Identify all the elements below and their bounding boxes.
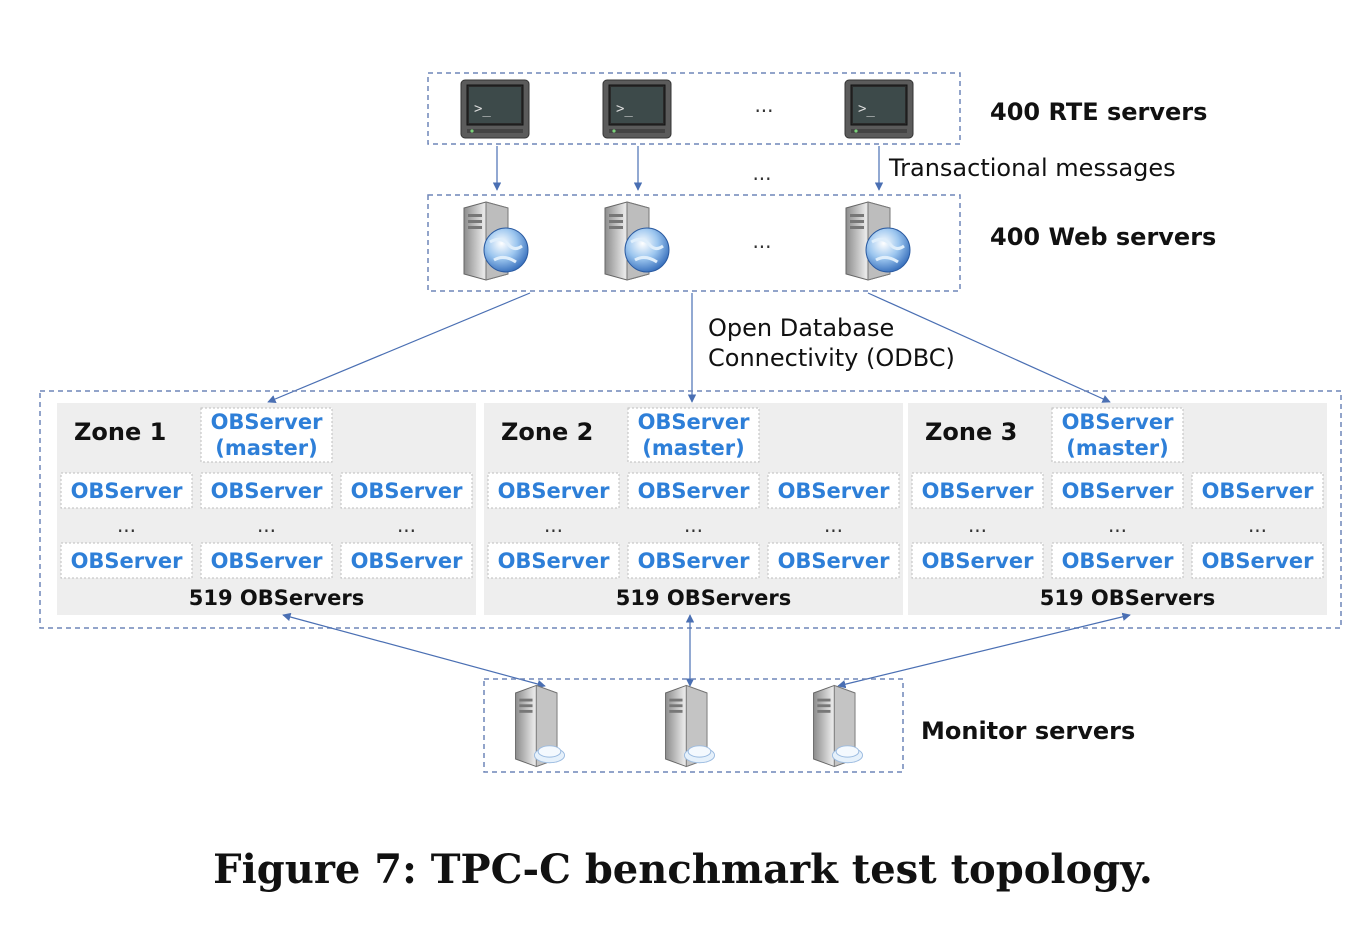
observer-ellipsis: ... bbox=[968, 513, 987, 537]
zone-title: Zone 3 bbox=[925, 418, 1017, 446]
rte-tier-label: 400 RTE servers bbox=[990, 98, 1207, 126]
monitor-tier-label: Monitor servers bbox=[921, 717, 1135, 745]
observer-label: OBServer bbox=[922, 549, 1035, 573]
observer-label: OBServer bbox=[1062, 479, 1175, 503]
transactional-messages-label: Transactional messages bbox=[888, 154, 1176, 182]
observer-box bbox=[487, 472, 620, 509]
master-observer-box bbox=[1051, 407, 1184, 463]
arrow bbox=[267, 292, 531, 403]
web-server-icon bbox=[844, 200, 912, 281]
monitor-tier: Monitor servers bbox=[483, 678, 1135, 773]
observer-ellipsis: ... bbox=[544, 513, 563, 537]
observer-label: OBServer bbox=[922, 479, 1035, 503]
observer-ellipsis: ... bbox=[1108, 513, 1127, 537]
observer-box bbox=[1051, 542, 1184, 579]
observer-box bbox=[627, 472, 760, 509]
observer-label: OBServer bbox=[1202, 479, 1315, 503]
master-observer-box bbox=[200, 407, 333, 463]
rte-tier: ... 400 RTE servers bbox=[427, 72, 1207, 145]
master-observer-role: (master) bbox=[642, 436, 744, 460]
observer-box bbox=[1051, 472, 1184, 509]
terminal-icon bbox=[844, 79, 914, 139]
observer-box bbox=[627, 542, 760, 579]
monitor-arrows bbox=[282, 612, 1131, 689]
observer-label: OBServer bbox=[71, 549, 184, 573]
observer-box bbox=[487, 542, 620, 579]
monitor-server-icon bbox=[665, 684, 716, 768]
zone-title: Zone 2 bbox=[501, 418, 593, 446]
rte-ellipsis: ... bbox=[754, 93, 773, 117]
web-ellipsis: ... bbox=[752, 229, 771, 253]
observer-box bbox=[340, 472, 473, 509]
observer-label: OBServer bbox=[211, 549, 324, 573]
master-observer-role: (master) bbox=[215, 436, 317, 460]
web-tier-label: 400 Web servers bbox=[990, 223, 1216, 251]
zone-observer-count: 519 OBServers bbox=[1040, 586, 1216, 610]
zone-observer-count: 519 OBServers bbox=[616, 586, 792, 610]
observer-box bbox=[340, 542, 473, 579]
observer-label: OBServer bbox=[71, 479, 184, 503]
observer-ellipsis: ... bbox=[684, 513, 703, 537]
arrow bbox=[282, 612, 546, 689]
observer-box bbox=[200, 472, 333, 509]
observer-box bbox=[767, 472, 900, 509]
observer-label: OBServer bbox=[498, 549, 611, 573]
master-observer-box bbox=[627, 407, 760, 463]
observer-label: OBServer bbox=[778, 549, 891, 573]
observer-box bbox=[60, 542, 193, 579]
master-observer-label: OBServer bbox=[1062, 410, 1175, 434]
zone-observer-count: 519 OBServers bbox=[189, 586, 365, 610]
observer-ellipsis: ... bbox=[397, 513, 416, 537]
monitor-server-icon bbox=[813, 684, 864, 768]
observer-ellipsis: ... bbox=[1248, 513, 1267, 537]
observer-label: OBServer bbox=[351, 549, 464, 573]
observer-box bbox=[1191, 542, 1324, 579]
observer-label: OBServer bbox=[638, 549, 751, 573]
observer-ellipsis: ... bbox=[257, 513, 276, 537]
master-observer-label: OBServer bbox=[211, 410, 324, 434]
master-observer-role: (master) bbox=[1066, 436, 1168, 460]
arrows-ellipsis: ... bbox=[752, 161, 771, 185]
master-observer-label: OBServer bbox=[638, 410, 751, 434]
observer-label: OBServer bbox=[351, 479, 464, 503]
rte-web-arrows bbox=[492, 146, 884, 191]
observer-box bbox=[911, 472, 1044, 509]
terminal-icon bbox=[460, 79, 530, 139]
web-tier: ... 400 Web servers bbox=[427, 194, 1216, 292]
observer-label: OBServer bbox=[778, 479, 891, 503]
web-server-icon bbox=[603, 200, 671, 281]
observer-box bbox=[767, 542, 900, 579]
zone-title: Zone 1 bbox=[74, 418, 166, 446]
observer-label: OBServer bbox=[211, 479, 324, 503]
monitor-server-icon bbox=[515, 684, 566, 768]
figure-caption: Figure 7: TPC-C benchmark test topology. bbox=[213, 846, 1153, 893]
observer-box bbox=[1191, 472, 1324, 509]
observer-box bbox=[60, 472, 193, 509]
web-server-icon bbox=[462, 200, 530, 281]
odbc-label-line2: Connectivity (ODBC) bbox=[708, 344, 955, 372]
odbc-label-line1: Open Database bbox=[708, 314, 894, 342]
topology-diagram: >_ ... 400 RTE servers bbox=[39, 72, 1342, 773]
arrow bbox=[837, 612, 1131, 689]
observer-label: OBServer bbox=[638, 479, 751, 503]
observer-label: OBServer bbox=[1062, 549, 1175, 573]
arrow bbox=[867, 292, 1111, 403]
observer-ellipsis: ... bbox=[824, 513, 843, 537]
observer-box bbox=[200, 542, 333, 579]
observer-box bbox=[911, 542, 1044, 579]
terminal-icon bbox=[602, 79, 672, 139]
observer-ellipsis: ... bbox=[117, 513, 136, 537]
observer-label: OBServer bbox=[1202, 549, 1315, 573]
observer-label: OBServer bbox=[498, 479, 611, 503]
odbc-arrows bbox=[267, 292, 1111, 403]
